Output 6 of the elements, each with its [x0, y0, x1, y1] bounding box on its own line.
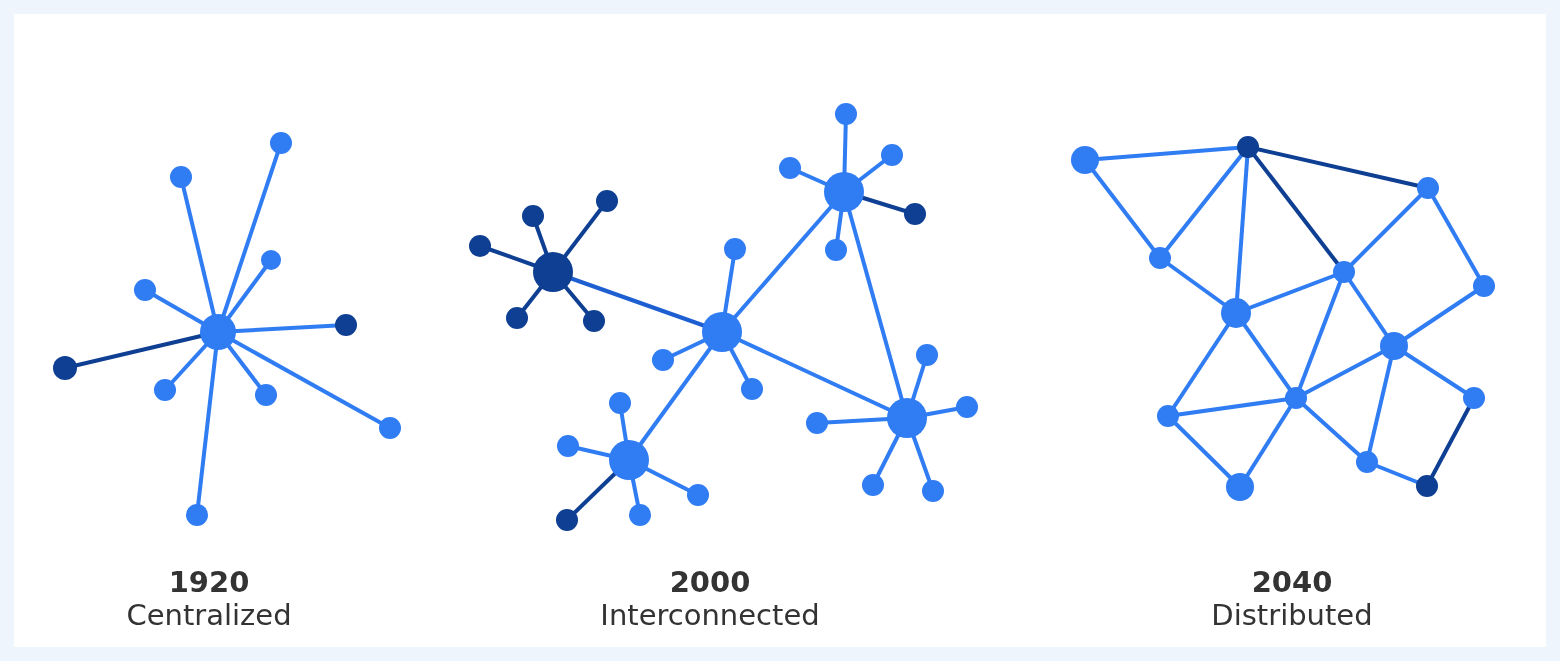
year-label: 2040: [1251, 565, 1333, 599]
network-type-label: Centralized: [126, 598, 292, 632]
network-type-label: Interconnected: [600, 598, 820, 632]
network-type-label: Distributed: [1211, 598, 1373, 632]
year-label: 1920: [168, 565, 250, 599]
year-label: 2000: [669, 565, 751, 599]
